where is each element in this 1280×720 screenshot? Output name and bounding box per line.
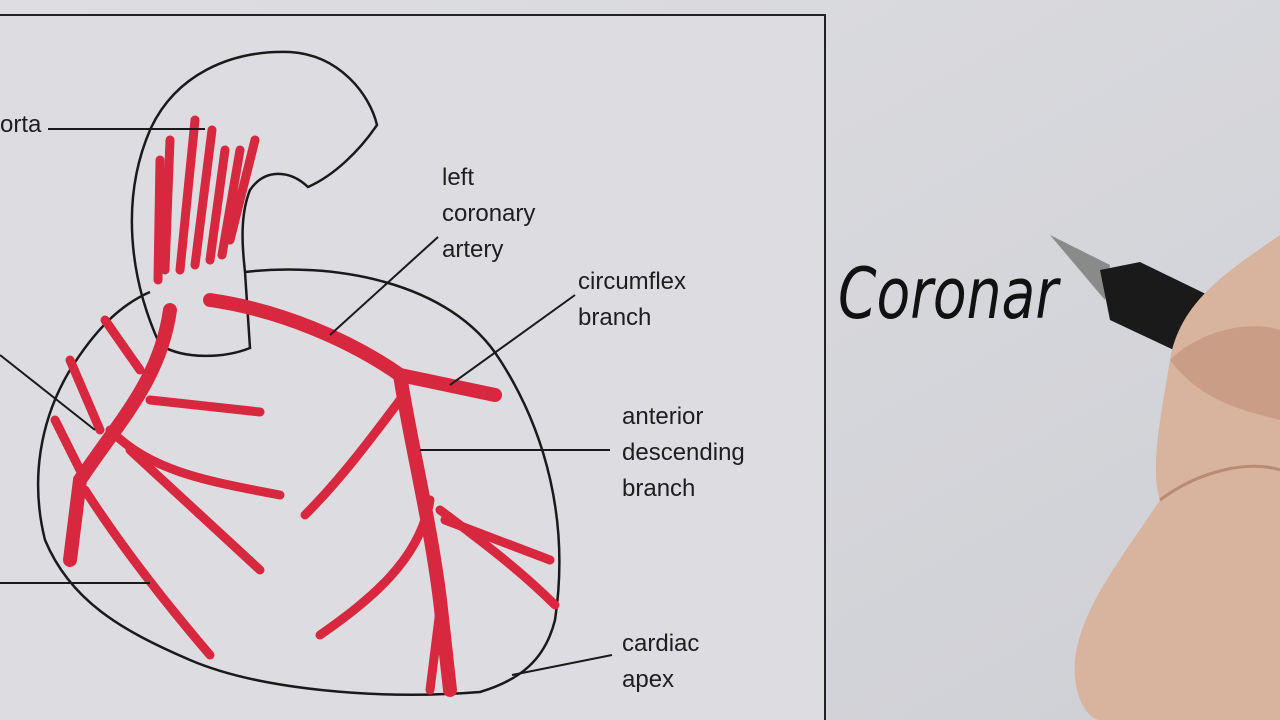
label-left-coronary-3: artery — [442, 236, 503, 263]
label-anterior-2: descending — [622, 439, 745, 466]
handwritten-word: Coronar — [838, 253, 1061, 335]
hand-with-pen — [1050, 235, 1280, 720]
label-left-coronary-2: coronary — [442, 200, 535, 227]
label-aorta: orta — [0, 111, 42, 138]
leader-lines — [0, 128, 613, 676]
label-apex-1: cardiac — [622, 630, 699, 657]
label-circumflex-2: branch — [578, 304, 651, 331]
heart-outline — [36, 50, 561, 696]
label-apex-2: apex — [622, 666, 674, 693]
figure-frame — [0, 14, 826, 720]
coronary-vessels — [50, 115, 560, 697]
label-left-coronary-1: left — [442, 164, 474, 191]
label-anterior-1: anterior — [622, 403, 703, 430]
label-circumflex-1: circumflex — [578, 268, 686, 295]
label-anterior-3: branch — [622, 475, 695, 502]
